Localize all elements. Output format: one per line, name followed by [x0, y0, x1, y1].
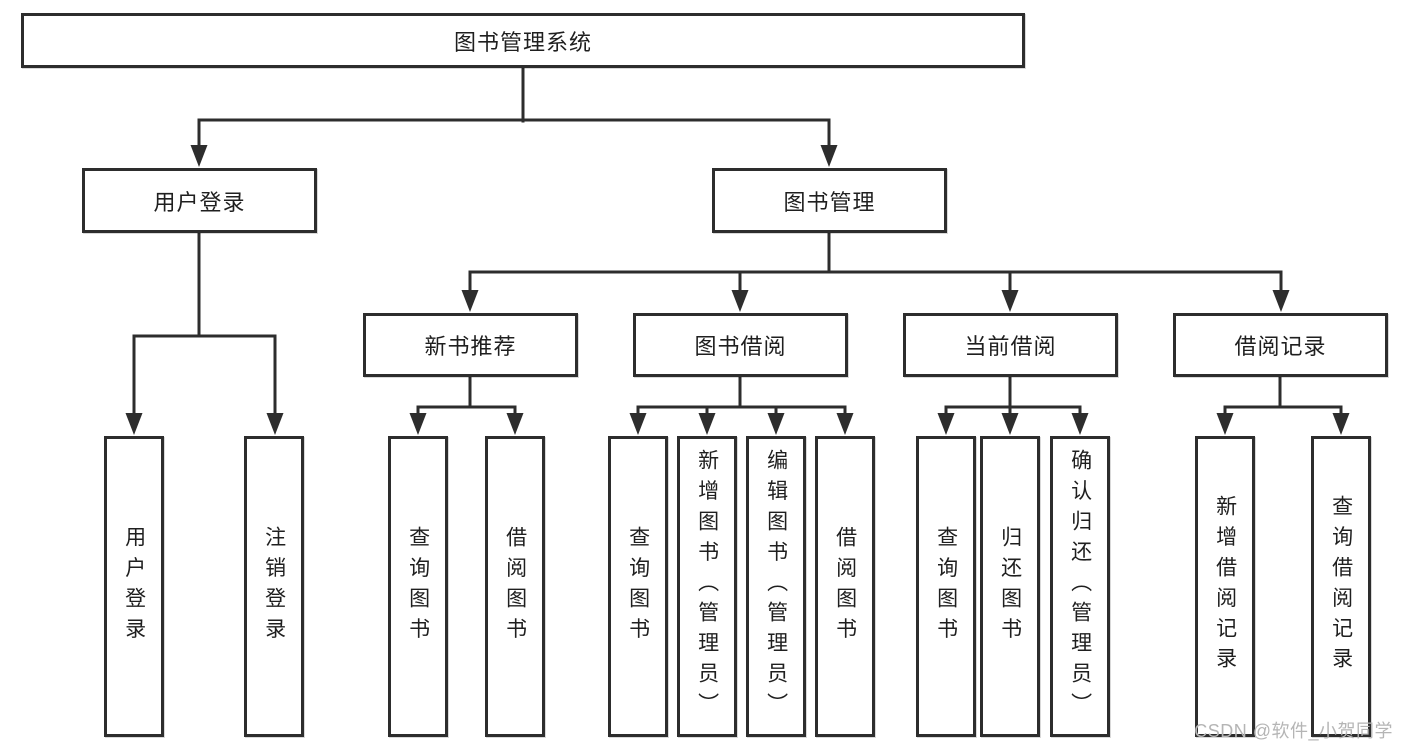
leaf-logout: 注销登录	[244, 436, 304, 737]
leaf-borrow-books: 借阅图书	[815, 436, 875, 737]
node-label: 借阅记录	[1234, 334, 1327, 359]
leaf-label: 借阅图书	[833, 525, 857, 648]
arrow-icon	[820, 145, 838, 167]
arrow-icon	[190, 145, 208, 167]
arrow-icon	[1332, 413, 1350, 435]
leaf-label: 编辑图书（管理员）	[764, 449, 788, 724]
arrow-icon	[461, 290, 479, 312]
node-label: 用户登录	[153, 189, 246, 215]
arrow-icon	[125, 413, 143, 435]
node-current-borrow: 当前借阅	[903, 313, 1118, 377]
leaf-label: 查询图书	[406, 525, 430, 648]
leaf-label: 用户登录	[122, 525, 146, 648]
leaf-query-borrow-record: 查询借阅记录	[1311, 436, 1371, 737]
arrow-icon	[1001, 290, 1019, 312]
connector-lines	[132, 66, 1343, 418]
node-new-book-recommend: 新书推荐	[363, 313, 578, 377]
leaf-return-book: 归还图书	[980, 436, 1040, 737]
arrow-icon	[937, 413, 955, 435]
leaf-label: 确认归还（管理员）	[1068, 449, 1092, 724]
arrow-icon	[1071, 413, 1089, 435]
leaf-label: 注销登录	[262, 525, 286, 648]
csdn-watermark: CSDN @软件_小贺同学	[1194, 721, 1393, 741]
leaf-add-book-admin: 新增图书（管理员）	[677, 436, 737, 737]
leaf-label: 新增图书（管理员）	[695, 449, 719, 724]
node-label: 图书借阅	[694, 334, 787, 359]
leaf-label: 查询图书	[626, 525, 650, 648]
node-library-system: 图书管理系统	[21, 13, 1025, 68]
leaf-user-login: 用户登录	[104, 436, 164, 737]
arrowheads	[125, 145, 1350, 435]
node-label: 图书管理	[783, 189, 876, 215]
arrow-icon	[836, 413, 854, 435]
arrow-icon	[266, 413, 284, 435]
node-label: 图书管理系统	[453, 29, 592, 55]
leaf-label: 归还图书	[998, 525, 1022, 648]
leaf-label: 借阅图书	[503, 525, 527, 648]
node-label: 新书推荐	[424, 334, 517, 359]
node-borrow-records: 借阅记录	[1173, 313, 1388, 377]
node-book-borrow: 图书借阅	[633, 313, 848, 377]
leaf-query-books-current: 查询图书	[916, 436, 976, 737]
arrow-icon	[629, 413, 647, 435]
arrow-icon	[1272, 290, 1290, 312]
arrow-icon	[1216, 413, 1234, 435]
leaf-label: 查询借阅记录	[1329, 495, 1353, 678]
arrow-icon	[731, 290, 749, 312]
node-label: 当前借阅	[964, 334, 1057, 359]
arrow-icon	[506, 413, 524, 435]
arrow-icon	[1001, 413, 1019, 435]
arrow-icon	[409, 413, 427, 435]
node-book-management: 图书管理	[712, 168, 947, 233]
leaf-add-borrow-record: 新增借阅记录	[1195, 436, 1255, 737]
leaf-label: 查询图书	[934, 525, 958, 648]
node-user-login: 用户登录	[82, 168, 317, 233]
leaf-borrow-books-recommend: 借阅图书	[485, 436, 545, 737]
leaf-edit-book-admin: 编辑图书（管理员）	[746, 436, 806, 737]
leaf-query-books-borrow: 查询图书	[608, 436, 668, 737]
arrow-icon	[698, 413, 716, 435]
arrow-icon	[767, 413, 785, 435]
leaf-confirm-return-admin: 确认归还（管理员）	[1050, 436, 1110, 737]
leaf-label: 新增借阅记录	[1213, 495, 1237, 678]
leaf-query-books-recommend: 查询图书	[388, 436, 448, 737]
